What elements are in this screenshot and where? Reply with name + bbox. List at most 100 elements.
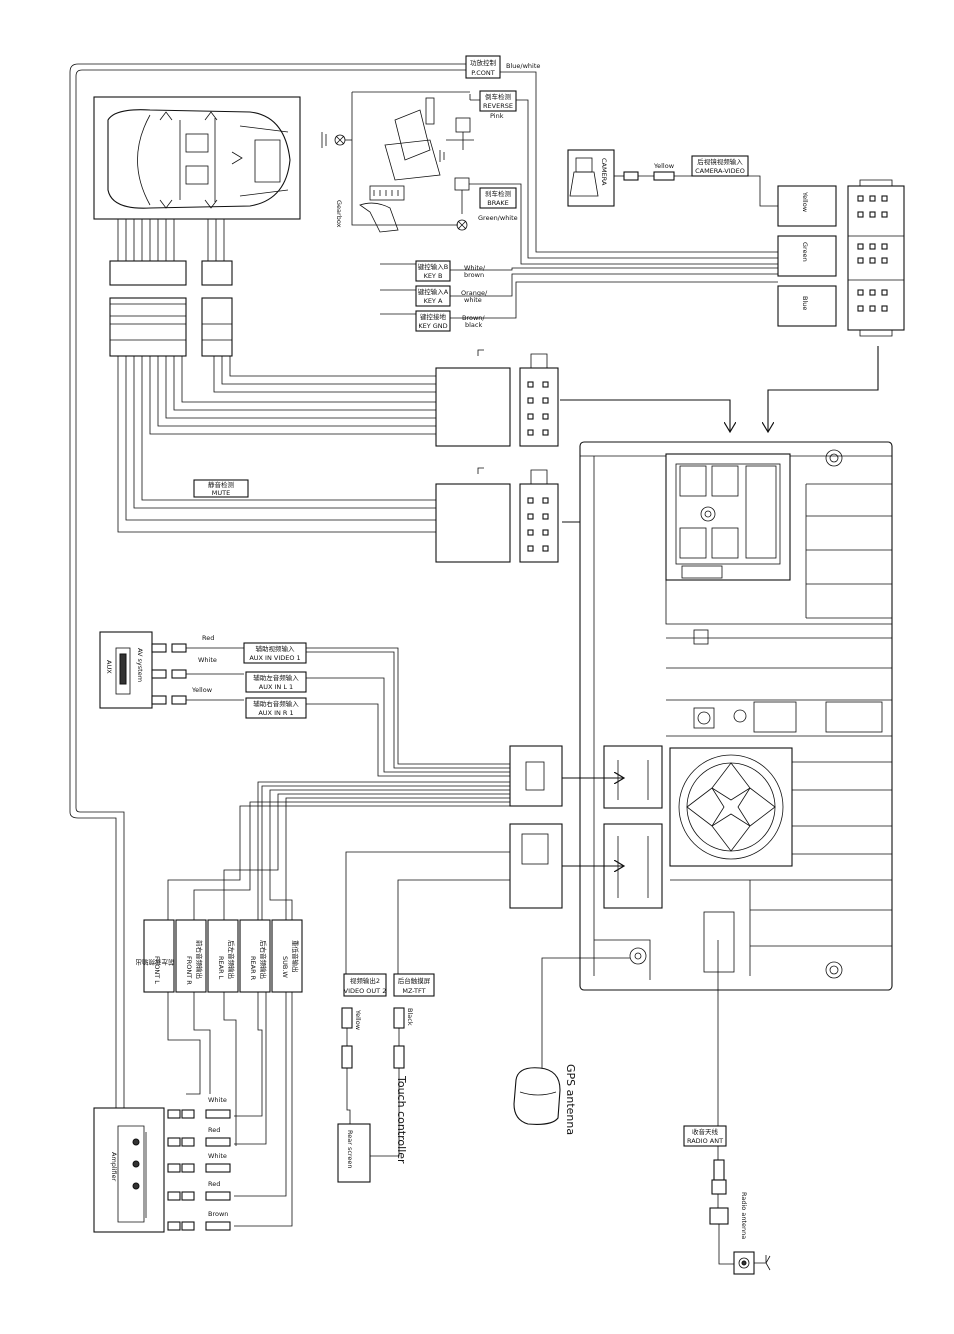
audio-out-wires — [167, 781, 510, 1227]
aux-r-label: AUX IN R 1 — [258, 709, 293, 717]
touch-controller-label: Touch controller — [395, 1075, 408, 1164]
brake-label-cn: 刹车检测 — [485, 189, 512, 198]
iso-connector-a — [435, 349, 559, 447]
camera-illustration — [567, 149, 778, 207]
aux-video-label: AUX IN VIDEO 1 — [249, 654, 300, 662]
rear-r-label-cn: 后右音频输出 — [259, 940, 268, 979]
mztft-label-box — [393, 973, 435, 997]
brake-wire — [469, 183, 778, 265]
aux-l-label-box — [245, 671, 307, 693]
camera-video-label-cn: 后视镜视频输入 — [697, 157, 743, 166]
mztft-label-cn: 后台触摸屏 — [398, 976, 431, 985]
aux-r-label-cn: 辅助右音频输入 — [253, 699, 299, 708]
mztft-label: MZ-TFT — [402, 987, 425, 995]
reverse-color: Pink — [490, 112, 504, 120]
pcont-label: P.CONT — [471, 69, 494, 77]
front-l-label-cn: 前左音频输出 — [136, 958, 175, 967]
aux-l-label-cn: 辅助左音频输入 — [253, 673, 299, 682]
keya-color-2: white — [464, 296, 482, 304]
arrow-rca-block — [768, 346, 879, 432]
audio-adapter-connectors — [509, 745, 563, 909]
front-r-label: FRONT R — [185, 956, 193, 985]
keygnd-label-cn: 键控接地 — [420, 312, 447, 321]
rca-green-label: Green — [801, 242, 809, 262]
front-r-label-box — [175, 919, 207, 993]
mztft-color: Black — [406, 1008, 414, 1026]
iso-connector-b — [435, 467, 559, 563]
video-out-label-box — [343, 973, 387, 997]
camera-label: CAMERA — [600, 158, 608, 186]
brake-label: BRAKE — [487, 199, 509, 207]
rear-l-label: REAR L — [217, 956, 225, 980]
keyb-color-2: brown — [464, 271, 484, 279]
rca-yellow-label: Yellow — [801, 191, 809, 213]
camera-video-label: CAMERA-VIDEO — [695, 167, 745, 175]
radio-antenna-label: Radio antenna — [740, 1192, 748, 1239]
radio-ant-label: RADIO ANT — [687, 1137, 723, 1145]
video-out-color: Yellow — [354, 1009, 362, 1031]
video-out-label: VIDEO OUT 2 — [344, 987, 387, 995]
camera-video-label-box — [691, 155, 749, 177]
keyb-color: White/ — [464, 264, 486, 272]
pcont-label-cn: 功放控制 — [470, 58, 497, 67]
car-harness-wires — [109, 219, 233, 357]
reverse-label: REVERSE — [483, 102, 513, 110]
mute-label-box — [193, 479, 249, 498]
aux-yellow-label: Yellow — [191, 686, 213, 694]
gps-antenna-illustration — [513, 957, 630, 1125]
keyb-label-cn: 键控输入B — [418, 262, 448, 271]
gps-antenna-label: GPS antenna — [564, 1064, 577, 1135]
reverse-label-box — [479, 90, 517, 112]
amp-brown: Brown — [208, 1210, 228, 1218]
rear-screen-label: Rear screen — [346, 1130, 354, 1169]
amp-input-wires — [167, 992, 287, 1197]
rca-block-pins — [857, 195, 888, 312]
amp-white-1: White — [208, 1096, 227, 1104]
rca-blue-label: Blue — [801, 296, 809, 310]
keygnd-color: Brown/ — [462, 314, 485, 322]
sub-label: SUB.W — [281, 956, 289, 978]
rear-l-label-box — [207, 919, 239, 993]
keya-label-cn: 键控输入A — [418, 287, 449, 296]
keyb-label-box — [415, 260, 451, 282]
amp-white-2: White — [208, 1152, 227, 1160]
front-r-label-cn: 前右音频输出 — [195, 940, 204, 979]
amp-red-1: Red — [208, 1126, 220, 1134]
reverse-label-cn: 倒车检测 — [485, 92, 512, 101]
rca-block — [777, 179, 905, 337]
aux-r-label-box — [245, 697, 307, 719]
car-illustration — [93, 96, 301, 220]
pcont-color: Blue/white — [506, 62, 540, 70]
harness-to-iso-wires — [110, 303, 436, 533]
aux-white-label: White — [198, 656, 217, 664]
arrow-iso-a — [560, 399, 730, 432]
keya-color: Orange/ — [461, 289, 488, 297]
front-l-label-box — [143, 919, 175, 993]
keygnd-color-2: black — [465, 321, 482, 329]
gearbox-illustration — [321, 91, 480, 233]
mute-label-cn: 静音检测 — [208, 480, 235, 489]
keygnd-label-box — [415, 310, 451, 332]
amp-red-2: Red — [208, 1180, 220, 1188]
front-l-label: FRONT L — [153, 956, 161, 984]
video-out-label-cn: 视频输出2 — [350, 976, 380, 985]
amplifier-illustration — [93, 1107, 165, 1233]
sub-label-box — [271, 919, 303, 993]
aux-illustration — [99, 631, 244, 709]
aux-red-label: Red — [202, 634, 214, 642]
sub-label-cn: 重低音输出 — [291, 940, 300, 973]
brake-color: Green/white — [478, 214, 518, 222]
head-unit — [579, 441, 893, 991]
radio-ant-label-cn: 收音天线 — [692, 1127, 719, 1136]
av-system-label: AV system — [136, 648, 144, 682]
aux-video-label-box — [243, 642, 307, 664]
keygnd-label: KEY GND — [418, 322, 447, 330]
aux-wires — [306, 647, 510, 777]
keyb-label: KEY B — [424, 272, 443, 280]
radio-ant-label-box — [683, 1125, 727, 1147]
amp-rca-plugs — [167, 1109, 231, 1231]
video-out-wiring — [337, 851, 510, 1183]
gearbox-label: Gearbox — [335, 200, 343, 228]
rear-r-label: REAR R — [249, 956, 257, 981]
